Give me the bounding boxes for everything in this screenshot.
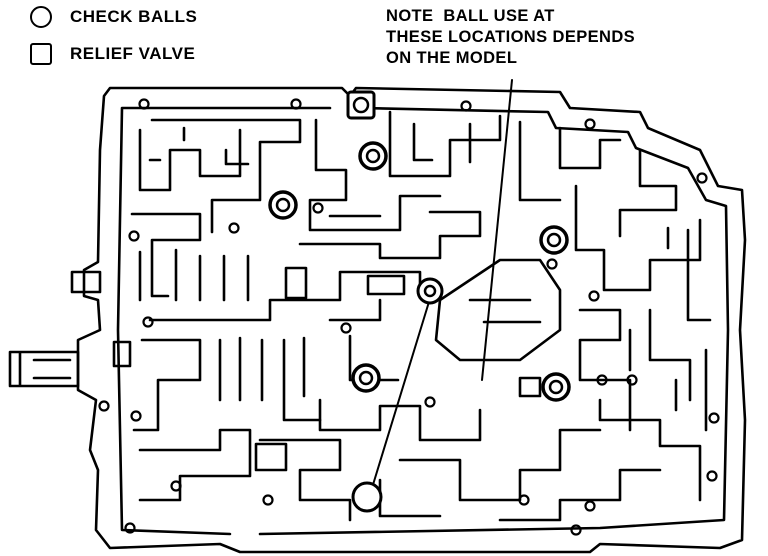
passage-upper-left-1 bbox=[138, 128, 242, 192]
model-note: NOTE BALL USE AT THESE LOCATIONS DEPENDS… bbox=[386, 6, 635, 69]
passage-lower-7 bbox=[628, 328, 708, 432]
passage-upper-left-2 bbox=[150, 118, 302, 234]
note-line-2: THESE LOCATIONS DEPENDS bbox=[386, 28, 636, 46]
bolt-hole bbox=[130, 410, 142, 422]
slot-4 bbox=[254, 442, 288, 472]
manual-valve-shaft bbox=[8, 350, 80, 388]
bolt-hole bbox=[262, 494, 274, 506]
left-stub bbox=[70, 270, 102, 294]
passage-top-middle-4 bbox=[298, 210, 482, 260]
passage-middle-2 bbox=[132, 338, 202, 432]
check-ball-symbol-icon bbox=[30, 6, 52, 28]
bolt-hole bbox=[124, 522, 136, 534]
bolt-hole bbox=[584, 500, 596, 512]
passage-top-middle-2 bbox=[388, 110, 502, 178]
passage-middle-3 bbox=[218, 336, 322, 422]
relief-valve-symbol-icon bbox=[30, 43, 52, 65]
bolt-hole bbox=[128, 230, 140, 242]
passage-top-middle-3 bbox=[412, 120, 562, 202]
passage-upper-left-4 bbox=[130, 212, 202, 298]
passage-top-right-1 bbox=[558, 126, 678, 238]
note-leader-line-1 bbox=[481, 79, 513, 381]
relief-valve-label: RELIEF VALVE bbox=[70, 44, 196, 63]
check-ball-icon bbox=[541, 372, 571, 402]
bolt-hole bbox=[706, 470, 718, 482]
passage-middle-4 bbox=[328, 298, 400, 382]
check-balls-label: CHECK BALLS bbox=[70, 7, 198, 26]
slot-2 bbox=[366, 274, 406, 296]
check-ball-icon bbox=[416, 277, 444, 305]
bolt-hole bbox=[170, 480, 182, 492]
bolt-hole bbox=[588, 290, 600, 302]
bolt-hole bbox=[340, 322, 352, 334]
note-line-3: ON THE MODEL bbox=[386, 49, 518, 67]
passage-top-right-2 bbox=[574, 184, 702, 292]
bolt-hole bbox=[460, 100, 472, 112]
legend-relief-valve: RELIEF VALVE bbox=[30, 43, 195, 65]
bolt-hole bbox=[596, 374, 608, 386]
relief-valve-icon bbox=[346, 90, 376, 120]
check-ball-icon bbox=[268, 190, 298, 220]
bolt-hole bbox=[138, 98, 150, 110]
slot-5 bbox=[518, 376, 542, 398]
bolt-hole bbox=[98, 400, 110, 412]
bolt-hole bbox=[228, 222, 240, 234]
passage-lower-2 bbox=[258, 438, 352, 522]
passage-middle-5 bbox=[434, 258, 562, 362]
slot-3 bbox=[112, 340, 132, 368]
passage-lower-6 bbox=[598, 398, 702, 502]
check-ball-icon bbox=[351, 363, 381, 393]
bolt-hole bbox=[708, 412, 720, 424]
passage-lower-4 bbox=[398, 428, 602, 502]
check-balls bbox=[268, 141, 571, 513]
bolt-hole bbox=[424, 396, 436, 408]
check-ball-icon bbox=[539, 225, 569, 255]
passage-upper-left-3 bbox=[148, 126, 250, 166]
note-line-1: NOTE BALL USE AT bbox=[386, 7, 555, 25]
bolt-holes bbox=[98, 98, 720, 536]
passage-upper-left-5 bbox=[138, 248, 250, 302]
passage-top-middle-1 bbox=[308, 118, 442, 232]
note-leader-line-2 bbox=[371, 291, 433, 489]
slot-1 bbox=[284, 266, 308, 300]
legend-check-balls: CHECK BALLS bbox=[30, 6, 197, 28]
passage-middle-1 bbox=[148, 270, 422, 322]
bolt-hole bbox=[546, 258, 558, 270]
passage-lower-3 bbox=[318, 398, 482, 442]
bolt-hole bbox=[142, 316, 154, 328]
passage-top-right-3 bbox=[648, 226, 712, 402]
passage-middle-7 bbox=[578, 308, 632, 432]
bolt-hole bbox=[518, 494, 530, 506]
bolt-hole bbox=[696, 172, 708, 184]
bolt-hole bbox=[290, 98, 302, 110]
passage-lower-1 bbox=[138, 428, 252, 502]
bolt-hole bbox=[584, 118, 596, 130]
bolt-hole bbox=[626, 374, 638, 386]
passage-middle-6 bbox=[468, 298, 542, 324]
check-ball-icon bbox=[351, 481, 383, 513]
bolt-hole bbox=[312, 202, 324, 214]
valve-body-outline bbox=[76, 86, 747, 554]
bolt-hole bbox=[570, 524, 582, 536]
check-ball-icon bbox=[358, 141, 388, 171]
